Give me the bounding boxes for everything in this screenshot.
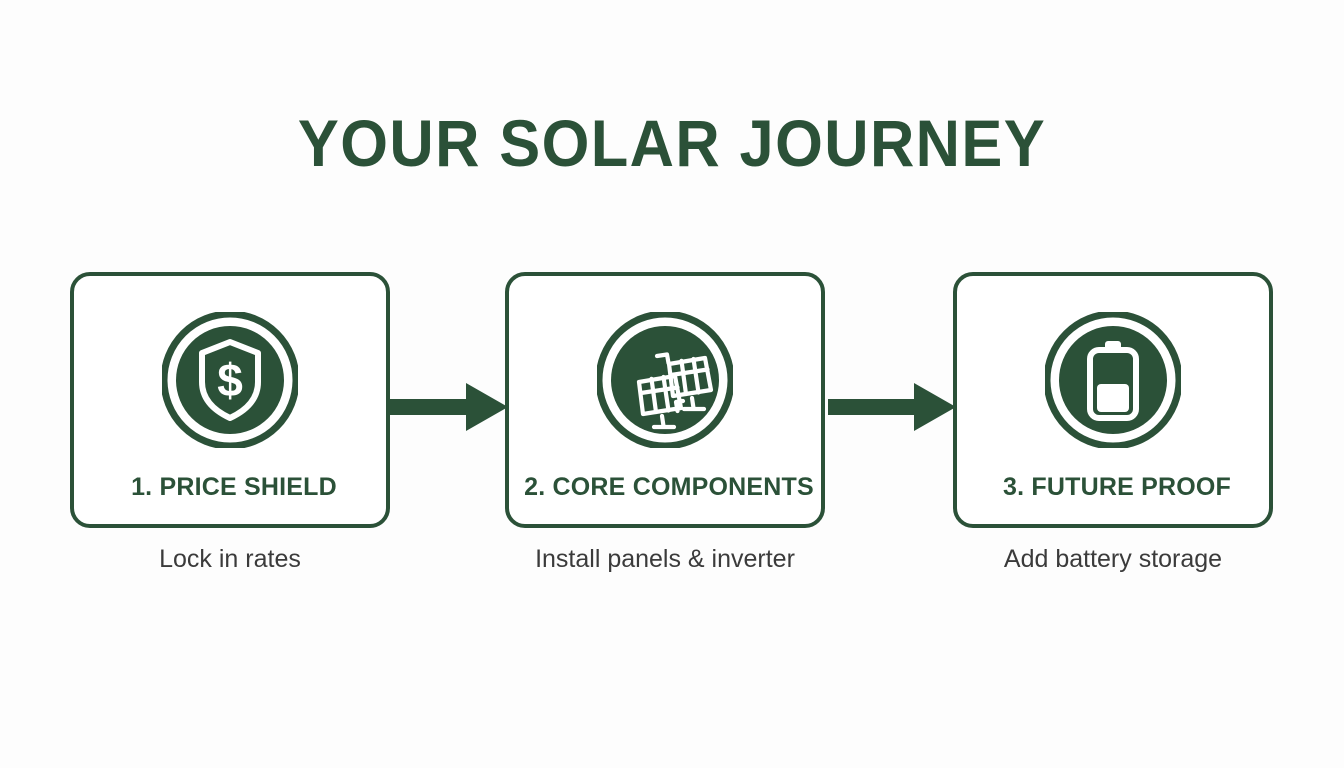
shield-dollar-icon: $	[162, 312, 298, 448]
card-frame-3: 3. FUTURE PROOF	[953, 272, 1273, 528]
battery-icon	[1045, 312, 1181, 448]
arrow-right-icon-1	[390, 377, 508, 437]
step-caption-2: Install panels & inverter	[535, 545, 795, 573]
step-label-1: 1. PRICE SHIELD	[131, 473, 337, 501]
steps-row: $ 1. PRICE SHIELD Lock in rates	[70, 272, 1276, 573]
card-frame-1: $ 1. PRICE SHIELD	[70, 272, 390, 528]
svg-text:$: $	[217, 354, 243, 406]
card-frame-2: 2. CORE COMPONENTS	[505, 272, 825, 528]
step-label-3: 3. FUTURE PROOF	[1002, 473, 1231, 501]
solar-panels-icon	[597, 312, 733, 448]
step-card-2[interactable]: 2. CORE COMPONENTS Install panels & inve…	[505, 272, 825, 573]
step-card-3[interactable]: 3. FUTURE PROOF Add battery storage	[953, 272, 1273, 573]
arrow-right-icon-2	[828, 377, 956, 437]
step-caption-1: Lock in rates	[159, 545, 301, 573]
step-label-2: 2. CORE COMPONENTS	[524, 473, 814, 501]
step-card-1[interactable]: $ 1. PRICE SHIELD Lock in rates	[70, 272, 390, 573]
page-title: YOUR SOLAR JOURNEY	[297, 106, 1047, 180]
step-caption-3: Add battery storage	[1003, 545, 1223, 573]
